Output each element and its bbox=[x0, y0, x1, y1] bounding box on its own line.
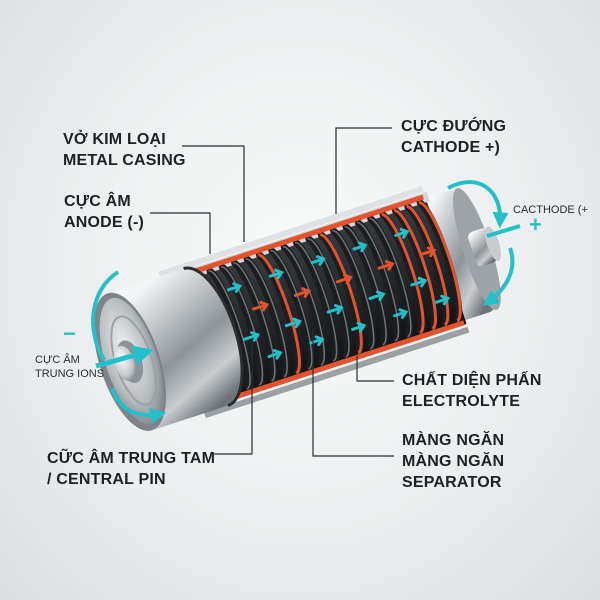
cathode-coil-ring bbox=[393, 209, 438, 331]
cathode-coil-ring bbox=[418, 201, 462, 323]
cathode-coil-ring bbox=[319, 233, 363, 355]
electrolyte-label: CHẤT DIỆN PHẤN ELECTROLYTE bbox=[402, 372, 542, 410]
ion-arrow-icon bbox=[394, 227, 410, 239]
metal-casing-label: VỞ KIM LOẠI METAL CASING bbox=[63, 131, 186, 169]
ion-arrow-icon bbox=[434, 294, 451, 306]
ion-arrow-icon bbox=[326, 303, 344, 315]
anode-coil-ring bbox=[365, 213, 413, 343]
leader-lines bbox=[150, 127, 394, 457]
ion-arrow-icon bbox=[267, 349, 283, 360]
cathode-coil-ring bbox=[405, 205, 450, 327]
cathode-coil-ring bbox=[356, 221, 400, 342]
cathode-coil-ring bbox=[344, 226, 387, 346]
anode-coil-ring bbox=[217, 262, 265, 391]
separator-label: MÀNG NGĂN MÀNG NGĂN SEPARATOR bbox=[402, 432, 505, 491]
ion-arrow-icon bbox=[393, 308, 409, 319]
plus-sign: + bbox=[529, 212, 542, 237]
ion-arrow-icon bbox=[368, 290, 386, 302]
central-pin-label: CỮC ÂM TRUNG TAM / CENTRAL PIN bbox=[47, 450, 216, 488]
positive-terminal bbox=[421, 187, 502, 321]
anode-coil-ring bbox=[279, 242, 327, 371]
anode-label: CỰC ÂM ANODE (-) bbox=[64, 193, 145, 231]
anode-coil-ring bbox=[266, 246, 314, 375]
cathode-coil-ring bbox=[381, 213, 425, 335]
ion-arrow-icon bbox=[268, 268, 284, 280]
ion-arrow-icon bbox=[226, 282, 243, 293]
minus-sign: − bbox=[63, 321, 76, 346]
ion-arrow-icon bbox=[352, 241, 368, 253]
cathode-coil-ring bbox=[233, 262, 276, 382]
anode-coil-ring bbox=[242, 254, 290, 383]
anode-coil-ring bbox=[353, 217, 401, 347]
cathode-coil-ring bbox=[220, 266, 264, 386]
cathode-coil-ring bbox=[245, 258, 288, 378]
anode-coil-ring bbox=[328, 225, 376, 355]
cathode-coil-ring bbox=[282, 246, 325, 366]
cathode-layer bbox=[184, 194, 465, 403]
ion-arrow-icon bbox=[351, 321, 367, 333]
ion-flow-arrows bbox=[226, 227, 451, 360]
cathode-coil-ring bbox=[307, 238, 350, 358]
negative-cycle-arrow bbox=[91, 270, 167, 424]
ion-arrow-icon bbox=[410, 276, 428, 288]
ion-arrow-icon bbox=[377, 260, 395, 271]
anode-coil-ring bbox=[229, 258, 277, 387]
anode-coil-ring bbox=[205, 266, 253, 395]
positive-cycle-arrow bbox=[447, 180, 521, 306]
cathode-coil-ring bbox=[369, 217, 412, 338]
anode-coil-ring bbox=[341, 221, 389, 351]
electrode-coils bbox=[184, 194, 465, 403]
cathode-coil-ring bbox=[270, 250, 313, 370]
ion-arrow-icon bbox=[252, 300, 270, 312]
cathode-coil-ring bbox=[294, 242, 338, 362]
anode-coil-ring bbox=[303, 234, 352, 363]
ions-label: CỰC ÂM TRUNG IONS bbox=[35, 354, 105, 380]
ion-arrow-icon bbox=[310, 255, 326, 266]
ion-arrow-icon bbox=[293, 287, 311, 298]
cathode-coil-ring bbox=[331, 230, 375, 350]
ion-arrow-icon bbox=[284, 317, 302, 329]
ion-arrow-icon bbox=[242, 331, 261, 342]
cathode-side-label: CACTHODE (+ bbox=[513, 204, 588, 216]
cathode-coil-ring bbox=[208, 270, 251, 390]
cathode-label: CỰC ĐƯỚNG CATHODE +) bbox=[401, 118, 507, 156]
ion-arrow-icon bbox=[335, 273, 353, 285]
cathode-coil-ring bbox=[257, 253, 302, 375]
anode-coil-ring bbox=[291, 238, 339, 367]
ion-arrow-icon bbox=[419, 246, 437, 258]
